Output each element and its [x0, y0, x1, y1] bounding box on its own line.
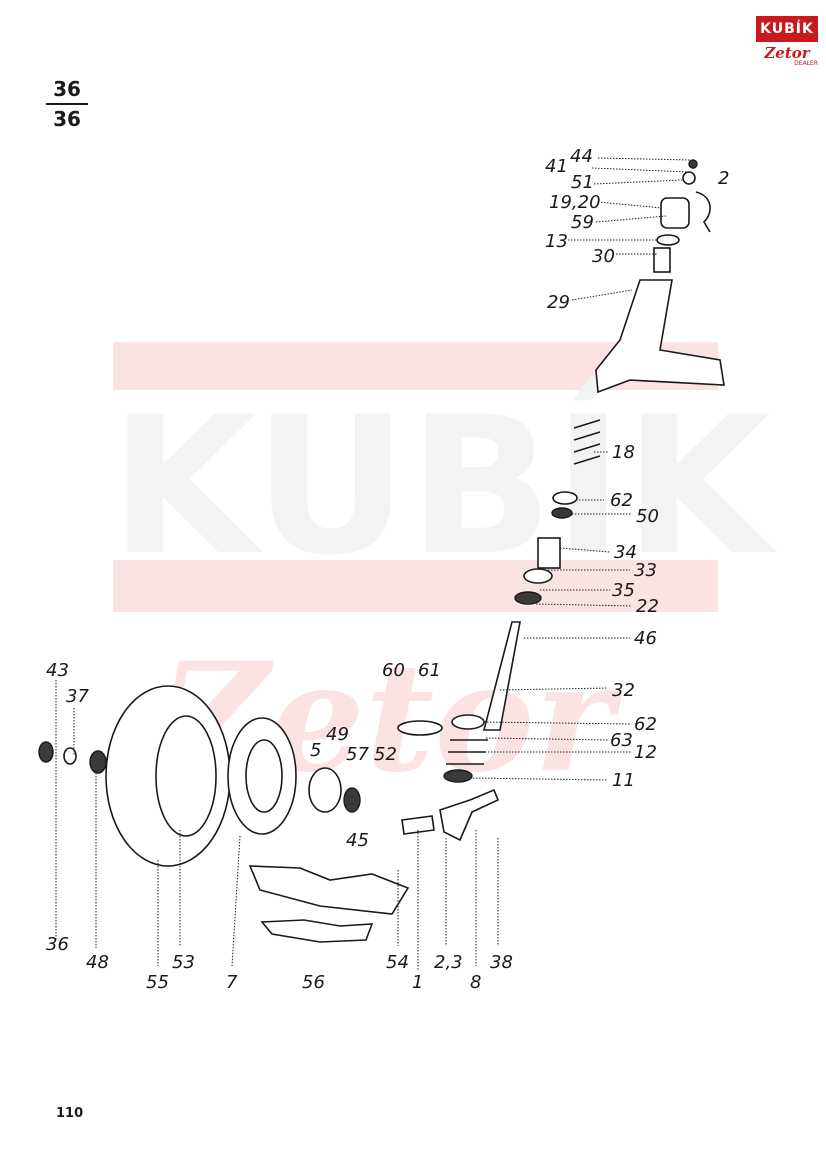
bush-part [653, 247, 671, 273]
spring-part [573, 419, 601, 465]
callout-label: 2 [718, 168, 729, 189]
callout-label: 62 [634, 714, 657, 735]
callout-label: 22 [636, 596, 659, 617]
watermark: KUBÍK Zetor [110, 342, 777, 806]
callout-label: 41 [545, 156, 568, 177]
logo-dealer-text: DEALER [794, 60, 818, 67]
callout-label: 48 [86, 952, 109, 973]
nut-part [682, 171, 696, 185]
callout-label: 52 [374, 744, 397, 765]
callout-label: 5 [310, 740, 321, 761]
callout-label: 51 [571, 172, 594, 193]
tire-inner-part [155, 715, 217, 837]
callout-label: 30 [592, 246, 615, 267]
steering-knuckle-part [439, 788, 500, 842]
watermark-kubik-text: KUBÍK [110, 375, 777, 597]
wheel-assembly [38, 685, 443, 943]
cap-nut-part [63, 747, 77, 765]
callout-label: 32 [612, 680, 635, 701]
callout-label: 46 [634, 628, 657, 649]
callout-label: 7 [226, 972, 238, 993]
ring-lower-part [443, 769, 473, 783]
king-pin-part [482, 621, 521, 731]
callout-label: 2,3 [434, 952, 463, 973]
watermark-red-band-bottom [113, 560, 718, 612]
callout-label: 8 [470, 972, 481, 993]
seal-part [523, 568, 553, 584]
callout-label: 53 [172, 952, 195, 973]
callout-label: 57 [346, 744, 369, 765]
callout-label: 1 [412, 972, 423, 993]
sleeve-part [660, 197, 690, 229]
callout-label: 38 [490, 952, 513, 973]
page-fraction: 36 36 [46, 76, 88, 132]
steering-arm-part [695, 191, 711, 233]
callout-label: 49 [326, 724, 349, 745]
callout-label: 50 [636, 506, 659, 527]
callout-label: 19,20 [549, 192, 601, 213]
callout-label: 37 [66, 686, 89, 707]
callout-labels: 44 41 2 51 19,20 59 13 30 29 18 62 50 34… [46, 146, 729, 993]
inner-tube-part [248, 865, 410, 915]
dust-cap-part [38, 741, 54, 763]
wire-ring-part [397, 720, 443, 736]
callout-label: 59 [571, 212, 594, 233]
fraction-bar [46, 103, 88, 105]
leader-lines [55, 157, 691, 970]
callout-label: 45 [346, 830, 369, 851]
callout-label: 54 [386, 952, 409, 973]
callout-label: 44 [570, 146, 593, 167]
bolt-part [537, 537, 561, 569]
cap-part [688, 159, 698, 169]
page-number: 110 [56, 1106, 84, 1121]
rim-center-part [245, 739, 283, 813]
fraction-numerator: 36 [53, 77, 81, 101]
bearing-part [551, 507, 573, 519]
bearing-lower-part [514, 591, 542, 605]
callout-label: 61 [418, 660, 441, 681]
callout-label: 62 [610, 490, 633, 511]
callout-label: 33 [634, 560, 657, 581]
kubik-zetor-logo: KUBÍK Zetor DEALER [756, 16, 818, 74]
spring-lower-part [446, 739, 488, 765]
washer-part [552, 491, 578, 505]
logo-zetor-text: Zetor [764, 44, 810, 62]
callout-label: 60 [382, 660, 405, 681]
wheel-bearing-part [89, 750, 107, 774]
steering-column-assembly [439, 159, 725, 842]
ring-part [656, 234, 680, 246]
hub-bearing-part [343, 787, 361, 813]
callout-label: 35 [612, 580, 635, 601]
fraction-denominator: 36 [53, 107, 81, 131]
lever-part [401, 815, 435, 835]
callout-label: 55 [146, 972, 169, 993]
hub-part [308, 767, 342, 813]
callout-label: 18 [612, 442, 635, 463]
callout-label: 36 [46, 934, 69, 955]
callout-label: 56 [302, 972, 325, 993]
logo-kubik-text: KUBÍK [756, 16, 818, 42]
callout-label: 12 [634, 742, 657, 763]
rim-band-part [260, 919, 374, 943]
callout-label: 29 [547, 292, 570, 313]
callout-label: 13 [545, 231, 568, 252]
callout-label: 11 [612, 770, 635, 791]
callout-label: 34 [614, 542, 637, 563]
washer-lower-part [451, 714, 485, 730]
callout-label: 63 [610, 730, 633, 751]
callout-label: 43 [46, 660, 69, 681]
front-axle-bracket-part [595, 279, 725, 394]
